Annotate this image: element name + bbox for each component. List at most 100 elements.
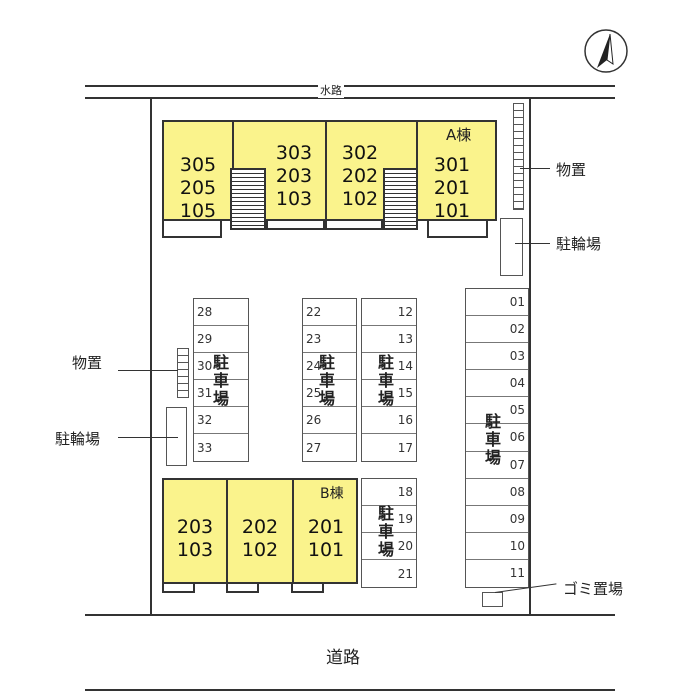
- balcony: [162, 584, 195, 593]
- leader-line: [118, 370, 178, 371]
- parking-space-number: 27: [306, 440, 322, 455]
- parking-space: 14: [362, 353, 416, 380]
- parking-space: 22: [303, 299, 356, 326]
- unit-number: 203: [176, 516, 214, 538]
- parking-space: 30: [194, 353, 248, 380]
- unit-number: 301: [433, 154, 471, 176]
- parking-space-number: 18: [397, 485, 413, 499]
- parking-space: 10: [466, 533, 528, 560]
- parking-space: 12: [362, 299, 416, 326]
- unit-number: 303: [275, 142, 313, 164]
- building-b-label: B棟: [320, 486, 344, 502]
- parking-space: 07: [466, 452, 528, 479]
- unit-divider: [292, 480, 294, 582]
- storage-right: [513, 103, 524, 210]
- parking-space-number: 19: [397, 512, 413, 526]
- leader-line: [118, 437, 178, 438]
- parking-space: 05: [466, 397, 528, 425]
- parking-space-number: 21: [397, 566, 413, 581]
- parking-space-number: 04: [509, 376, 525, 391]
- parking-space-number: 06: [509, 430, 525, 445]
- parking-space-number: 01: [509, 295, 525, 310]
- site-boundary-right: [529, 98, 531, 615]
- unit-divider: [226, 480, 228, 582]
- parking-label-char: 車: [212, 371, 229, 390]
- parking-space-number: 12: [397, 305, 413, 319]
- leader-line: [515, 243, 550, 244]
- unit-number: 201: [433, 177, 471, 199]
- bike-parking-right: [500, 218, 523, 276]
- waterway-line: [85, 97, 615, 99]
- parking-label-char: 駐: [212, 353, 229, 372]
- parking-space: 26: [303, 407, 356, 434]
- parking-space: 02: [466, 316, 528, 344]
- storage-left-label: 物置: [72, 354, 103, 372]
- parking-label: 駐車場: [377, 505, 395, 559]
- parking-space: 16: [362, 407, 416, 434]
- parking-space-number: 08: [509, 484, 525, 499]
- parking-space-number: 14: [397, 359, 413, 373]
- parking-label-char: 場: [212, 389, 229, 408]
- parking-space-number: 32: [197, 413, 213, 427]
- unit-number: 101: [433, 200, 471, 222]
- unit-number: 101: [307, 539, 345, 561]
- entrance: [325, 219, 383, 230]
- parking-space-number: 26: [306, 413, 322, 427]
- parking-space: 23: [303, 326, 356, 353]
- parking-space-number: 31: [197, 386, 213, 400]
- parking-space: 32: [194, 407, 248, 434]
- parking-space-number: 28: [197, 305, 213, 319]
- site-boundary-left: [150, 98, 152, 615]
- parking-label-char: 車: [318, 371, 335, 390]
- parking-space: 08: [466, 479, 528, 506]
- parking-label-char: 車: [484, 430, 501, 449]
- parking-label: 駐車場: [377, 354, 395, 408]
- waterway-label: 水路: [318, 82, 344, 98]
- parking-space-number: 02: [509, 322, 525, 337]
- parking-space: 04: [466, 370, 528, 398]
- unit-number: 102: [241, 539, 279, 561]
- parking-label-char: 駐: [377, 504, 394, 523]
- parking-label: 駐車場: [484, 413, 502, 467]
- road-label: 道路: [326, 648, 360, 668]
- parking-space: 25: [303, 380, 356, 407]
- parking-label-char: 駐: [318, 353, 335, 372]
- parking-space: 28: [194, 299, 248, 326]
- unit-number: 202: [341, 165, 379, 187]
- unit-number: 205: [179, 177, 217, 199]
- bike-parking-right-label: 駐輪場: [556, 235, 602, 253]
- garbage-label: ゴミ置場: [563, 580, 624, 598]
- unit-number: 103: [176, 539, 214, 561]
- parking-space-number: 09: [509, 511, 525, 526]
- parking-space: 31: [194, 380, 248, 407]
- unit-number: 305: [179, 154, 217, 176]
- parking-space-number: 25: [306, 386, 322, 400]
- leader-line: [520, 168, 550, 169]
- parking-space: 18: [362, 479, 416, 506]
- unit-number: 302: [341, 142, 379, 164]
- parking-space-number: 07: [509, 457, 525, 472]
- parking-label-char: 場: [484, 448, 501, 467]
- waterway-line: [85, 85, 615, 87]
- parking-space: 29: [194, 326, 248, 353]
- parking-space-number: 05: [509, 403, 525, 418]
- parking-space-number: 23: [306, 332, 322, 346]
- parking-space-number: 03: [509, 349, 525, 364]
- parking-label-char: 車: [377, 522, 394, 541]
- parking-space: 06: [466, 424, 528, 452]
- garbage-area: [482, 592, 503, 607]
- parking-space-number: 24: [306, 359, 322, 373]
- parking-label-char: 駐: [377, 353, 394, 372]
- unit-number: 201: [307, 516, 345, 538]
- parking-space-number: 16: [397, 413, 413, 427]
